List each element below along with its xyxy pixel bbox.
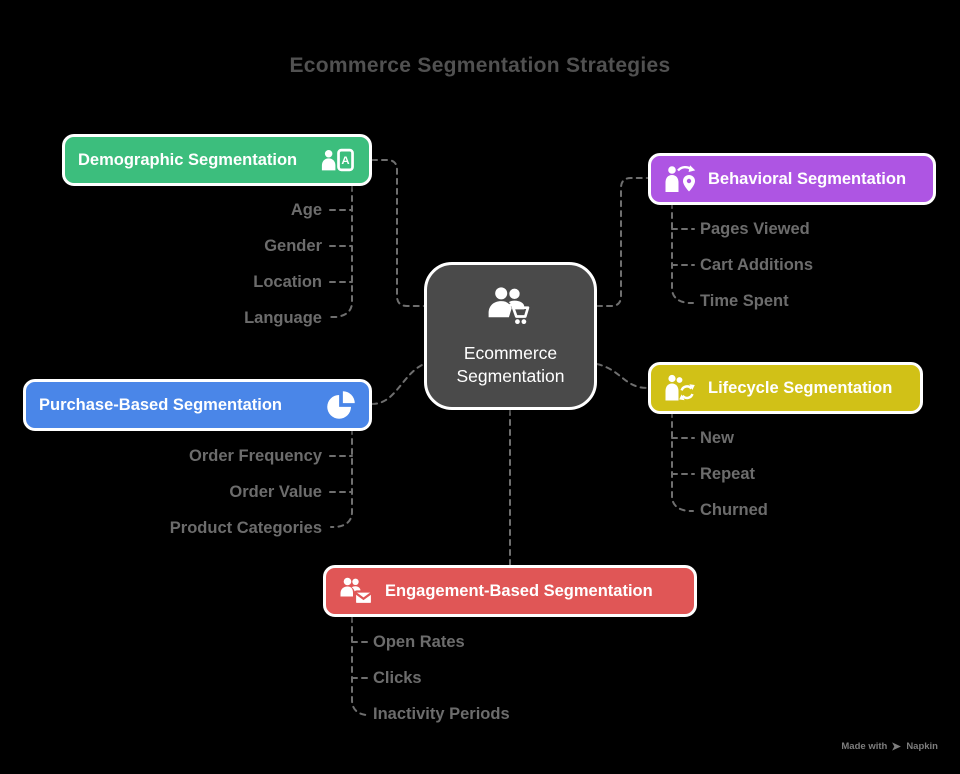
branch-label: Demographic Segmentation bbox=[78, 150, 298, 169]
connector-center-lifecycle bbox=[596, 363, 649, 389]
connector-behavioral-items bbox=[671, 202, 695, 304]
item-pages-viewed: Pages Viewed bbox=[700, 220, 810, 238]
branch-label: Behavioral Segmentation bbox=[708, 169, 907, 188]
people-mail-icon bbox=[339, 576, 375, 606]
watermark-brand: Napkin bbox=[906, 741, 938, 752]
center-node: Ecommerce Segmentation bbox=[424, 262, 597, 410]
connector-demographic-center bbox=[371, 159, 425, 307]
connector-purchase-items bbox=[329, 428, 353, 528]
connector-group bbox=[329, 159, 695, 716]
center-node-label: Ecommerce Segmentation bbox=[456, 342, 565, 386]
person-id-card-icon: A bbox=[320, 147, 356, 174]
item-order-frequency: Order Frequency bbox=[189, 447, 322, 465]
branch-demographic: Demographic Segmentation A bbox=[62, 134, 372, 186]
branch-label: Purchase-Based Segmentation bbox=[39, 395, 282, 414]
person-cycle-icon bbox=[664, 373, 698, 403]
connector-purchase-center bbox=[371, 363, 425, 405]
branch-label: Lifecycle Segmentation bbox=[708, 378, 893, 397]
item-gender: Gender bbox=[264, 237, 322, 255]
pie-chart-icon bbox=[326, 390, 356, 420]
id-card-letter: A bbox=[341, 155, 349, 167]
people-shopping-cart-icon bbox=[485, 285, 537, 332]
connector-center-behavioral bbox=[596, 177, 649, 307]
item-cart-additions: Cart Additions bbox=[700, 256, 814, 274]
item-inactivity-periods: Inactivity Periods bbox=[373, 705, 510, 723]
item-product-categories: Product Categories bbox=[169, 519, 322, 537]
item-time-spent: Time Spent bbox=[700, 292, 789, 310]
branch-label: Engagement-Based Segmentation bbox=[385, 581, 653, 600]
person-route-pin-icon bbox=[664, 164, 698, 194]
branch-engagement: Engagement-Based Segmentation bbox=[323, 565, 697, 617]
item-clicks: Clicks bbox=[373, 669, 422, 687]
napkin-logo-icon bbox=[892, 742, 902, 751]
branch-behavioral: Behavioral Segmentation bbox=[648, 153, 936, 205]
branch-lifecycle: Lifecycle Segmentation bbox=[648, 362, 923, 414]
item-language: Language bbox=[244, 309, 322, 327]
item-open-rates: Open Rates bbox=[373, 633, 465, 651]
item-order-value: Order Value bbox=[229, 483, 322, 501]
diagram-title: Ecommerce Segmentation Strategies bbox=[289, 54, 671, 77]
item-new: New bbox=[700, 429, 734, 447]
connector-demographic-items bbox=[329, 185, 353, 318]
connector-engagement-items bbox=[351, 616, 371, 716]
item-repeat: Repeat bbox=[700, 465, 756, 483]
connector-lifecycle-items bbox=[671, 411, 695, 512]
item-location: Location bbox=[253, 273, 322, 291]
watermark: Made with Napkin bbox=[841, 741, 938, 752]
watermark-text: Made with bbox=[841, 741, 888, 752]
item-churned: Churned bbox=[700, 501, 768, 519]
branch-purchase: Purchase-Based Segmentation bbox=[23, 379, 372, 431]
item-age: Age bbox=[290, 201, 322, 219]
